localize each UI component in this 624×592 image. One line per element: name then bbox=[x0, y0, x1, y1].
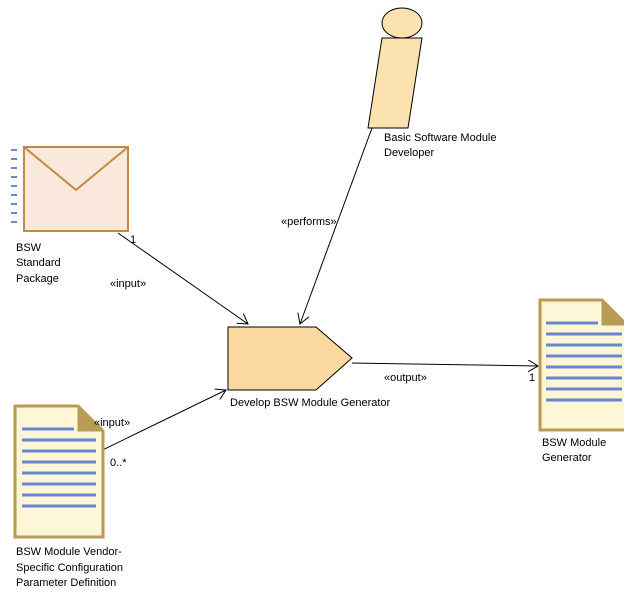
package-input-edge bbox=[117, 232, 248, 324]
developer-label-line1: Basic Software Module bbox=[384, 132, 497, 144]
package-label-line2: Standard bbox=[16, 257, 61, 269]
output-stereotype: «output» bbox=[384, 372, 427, 384]
vendor-doc-label-line3: Parameter Definition bbox=[16, 577, 117, 589]
role-body bbox=[367, 37, 423, 129]
package-label-line1: BSW bbox=[16, 242, 42, 254]
vendor-input-stereotype: «input» bbox=[94, 417, 131, 429]
vendor-doc-label-line1: BSW Module Vendor- bbox=[16, 546, 122, 558]
performs-edge bbox=[300, 127, 373, 324]
generator-label-line1: BSW Module bbox=[542, 437, 607, 449]
output-edge bbox=[351, 363, 538, 366]
package-input-stereotype: «input» bbox=[110, 278, 147, 290]
vendor-doc-label-line2: Specific Configuration bbox=[16, 562, 124, 574]
task-label: Develop BSW Module Generator bbox=[230, 397, 391, 409]
vendor-input-edge bbox=[83, 390, 226, 460]
generator-doc-fold bbox=[601, 298, 624, 326]
task-icon[interactable] bbox=[227, 326, 353, 391]
vendor-doc-fold bbox=[77, 404, 105, 432]
developer-label-line2: Developer bbox=[384, 147, 435, 159]
role-icon[interactable] bbox=[367, 7, 423, 129]
envelope-icon[interactable] bbox=[11, 146, 129, 232]
document-icon[interactable] bbox=[13, 404, 105, 539]
performs-stereotype: «performs» bbox=[281, 216, 337, 228]
package-input-multiplicity: 1 bbox=[130, 234, 137, 246]
generator-label-line2: Generator bbox=[542, 452, 592, 464]
package-label-line3: Package bbox=[16, 273, 59, 285]
role-head bbox=[381, 7, 423, 39]
envelope-flap bbox=[23, 146, 129, 192]
vendor-input-multiplicity: 0..* bbox=[110, 457, 127, 469]
output-multiplicity: 1 bbox=[529, 372, 536, 384]
document-icon[interactable] bbox=[538, 298, 624, 432]
